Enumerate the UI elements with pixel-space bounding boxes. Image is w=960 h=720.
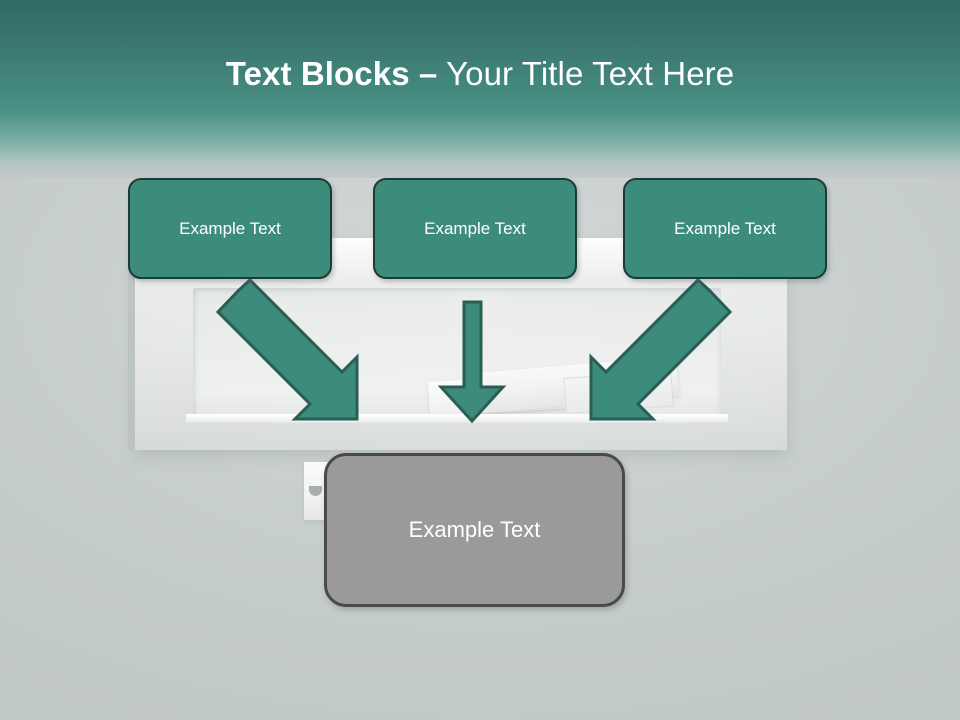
page-title-strong: Text Blocks – (225, 55, 438, 92)
text-block-2-label: Example Text (424, 218, 526, 238)
summary-text-block-label: Example Text (408, 517, 541, 542)
page-title-light: Your Title Text Here (437, 55, 735, 92)
text-block-1[interactable]: Example Text (128, 178, 332, 279)
text-block-1-label: Example Text (179, 218, 281, 238)
tray-left-shadow (128, 238, 138, 450)
summary-text-block[interactable]: Example Text (324, 453, 625, 607)
text-block-3-label: Example Text (674, 218, 776, 238)
text-block-2[interactable]: Example Text (373, 178, 577, 279)
header-gradient-band (0, 0, 960, 178)
page-title: Text Blocks – Your Title Text Here (0, 52, 960, 96)
tray-tab-notch-icon (309, 486, 322, 496)
text-block-3[interactable]: Example Text (623, 178, 827, 279)
